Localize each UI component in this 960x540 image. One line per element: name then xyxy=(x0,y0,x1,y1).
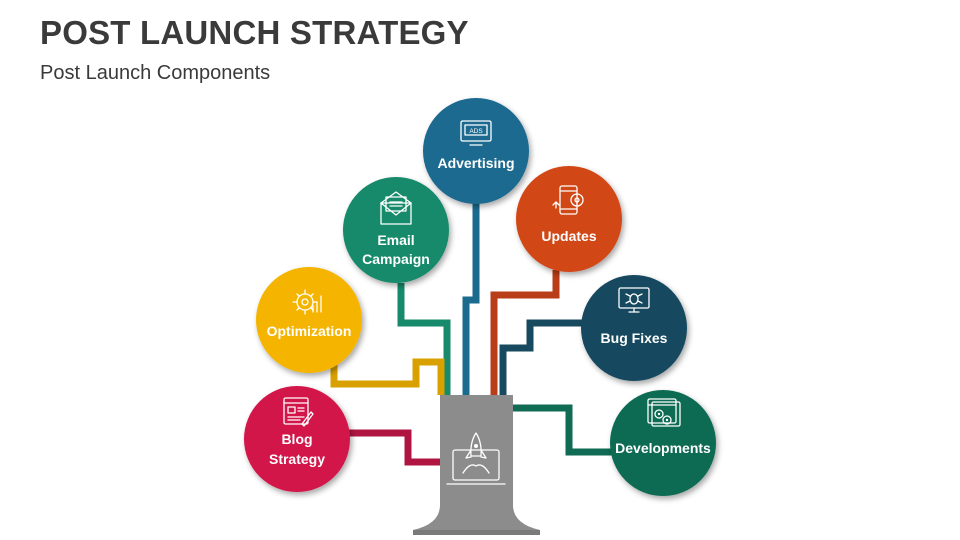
ads-monitor-icon: ADS xyxy=(460,120,492,146)
page-subtitle: Post Launch Components xyxy=(40,62,271,84)
blog-circle xyxy=(244,386,350,492)
advertising-circle xyxy=(423,98,529,204)
email-circle xyxy=(343,177,449,283)
blog-page-icon xyxy=(283,397,314,427)
connector-email xyxy=(397,283,451,395)
connector-bugfixes xyxy=(499,319,583,395)
blog-label-line1: Blog xyxy=(281,431,312,447)
node-updates[interactable]: Updates xyxy=(516,166,622,272)
optimization-circle xyxy=(256,267,362,373)
bug-monitor-icon xyxy=(618,287,650,313)
phone-gear-icon xyxy=(552,185,584,215)
connector-optimization xyxy=(330,358,445,395)
bugfixes-label: Bug Fixes xyxy=(601,330,668,346)
trunk xyxy=(413,395,540,535)
updates-label: Updates xyxy=(541,228,596,244)
node-optimization[interactable]: Optimization xyxy=(256,267,362,373)
email-label-line1: Email xyxy=(377,232,414,248)
updates-circle xyxy=(516,166,622,272)
rocket-laptop-icon xyxy=(446,432,506,485)
ads-icon-text: ADS xyxy=(469,128,483,135)
blog-label-line2: Strategy xyxy=(269,451,325,467)
advertising-label: Advertising xyxy=(437,155,514,171)
browser-gears-icon xyxy=(647,398,681,427)
connector-developments xyxy=(513,404,612,456)
email-label-line2: Campaign xyxy=(362,251,430,267)
bugfixes-circle xyxy=(581,275,687,381)
node-developments[interactable]: Developments xyxy=(610,390,716,496)
connector-blog xyxy=(349,429,440,466)
connector-advertising xyxy=(462,200,480,395)
gear-chart-icon xyxy=(292,289,322,315)
connector-updates xyxy=(490,270,560,395)
node-email-campaign[interactable]: Email Campaign xyxy=(343,177,449,283)
developments-label: Developments xyxy=(615,440,711,456)
node-advertising[interactable]: ADS Advertising xyxy=(423,98,529,204)
node-bug-fixes[interactable]: Bug Fixes xyxy=(581,275,687,381)
page-title: POST LAUNCH STRATEGY xyxy=(40,14,469,51)
envelope-icon xyxy=(380,191,412,225)
optimization-label: Optimization xyxy=(267,323,352,339)
developments-circle xyxy=(610,390,716,496)
node-blog-strategy[interactable]: Blog Strategy xyxy=(244,386,350,492)
